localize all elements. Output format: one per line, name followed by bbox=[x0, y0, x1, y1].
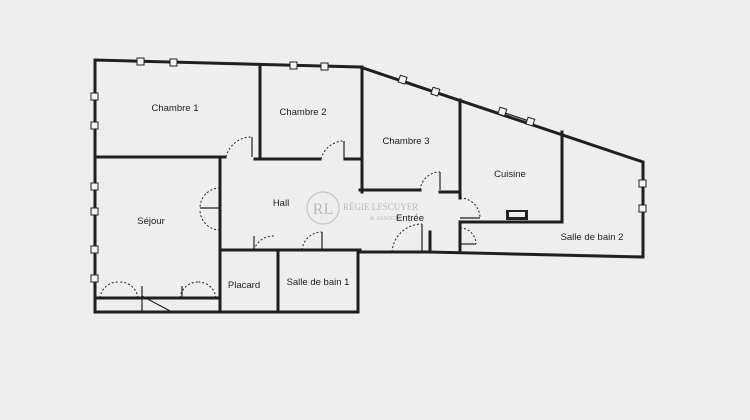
label-entree: Entrée bbox=[396, 213, 424, 224]
watermark-monogram: RL bbox=[313, 201, 333, 218]
window-cuisine bbox=[497, 106, 536, 127]
door-sdb1 bbox=[301, 231, 323, 251]
watermark-agency: RÉGIE LESCUYER bbox=[343, 202, 418, 212]
label-sejour: Séjour bbox=[137, 216, 164, 227]
sink-icon bbox=[506, 210, 528, 220]
windows bbox=[90, 57, 647, 283]
label-cuisine: Cuisine bbox=[494, 169, 526, 180]
door-chambre3 bbox=[419, 171, 441, 191]
doors bbox=[99, 136, 481, 313]
watermark-ring-icon bbox=[306, 191, 340, 225]
door-sejour bbox=[199, 187, 221, 231]
window-chambre3 bbox=[397, 74, 441, 97]
window-sdb2 bbox=[638, 179, 647, 213]
label-hall: Hall bbox=[273, 198, 289, 209]
door-chambre1 bbox=[225, 136, 253, 158]
label-placard: Placard bbox=[228, 280, 260, 291]
window-chambre2 bbox=[289, 61, 329, 71]
door-sejour-south bbox=[99, 281, 217, 313]
window-sejour-north bbox=[90, 92, 99, 130]
interior-walls bbox=[93, 63, 564, 314]
label-chambre2: Chambre 2 bbox=[280, 107, 327, 118]
watermark-tagline: & ASSOCIÉS bbox=[370, 214, 404, 222]
room-labels: Chambre 1 Chambre 2 Chambre 3 Cuisine Sé… bbox=[137, 103, 623, 291]
label-sdb1: Salle de bain 1 bbox=[287, 277, 350, 288]
window-chambre1 bbox=[136, 57, 178, 67]
door-sdb2 bbox=[459, 227, 477, 245]
door-placard bbox=[253, 235, 275, 251]
door-entree bbox=[391, 223, 423, 253]
label-chambre3: Chambre 3 bbox=[383, 136, 430, 147]
door-cuisine bbox=[459, 197, 481, 219]
window-sejour-west bbox=[90, 182, 99, 283]
door-chambre2 bbox=[320, 140, 345, 160]
watermark: RL RÉGIE LESCUYER & ASSOCIÉS bbox=[306, 191, 418, 225]
label-chambre1: Chambre 1 bbox=[152, 103, 199, 114]
label-sdb2: Salle de bain 2 bbox=[561, 232, 624, 243]
